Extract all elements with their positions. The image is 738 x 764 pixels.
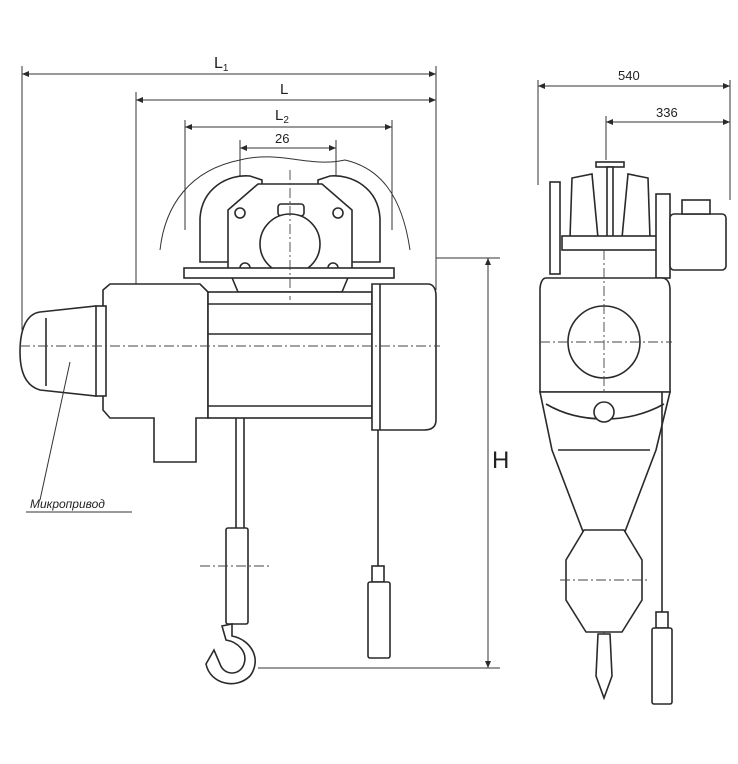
side-pin [593,401,615,423]
side-frame-left [549,181,561,275]
dim-H-label: H [492,447,509,474]
trolley-base-bar [183,267,395,279]
hook-icon [205,623,256,685]
dim-26-label: 26 [275,131,289,146]
side-pendant-body [651,627,673,705]
hook-block [225,527,249,625]
pendant-top [371,565,385,583]
dim-L1-label: L1 [214,55,229,74]
side-view: 540 336 [537,68,731,705]
microdrive-label: Микропривод [30,497,105,511]
side-frame-right [655,193,671,279]
pendant-body [367,581,391,659]
dimension-lines [21,66,437,330]
hoist-right-housing [371,283,437,431]
dim-540-label: 540 [618,68,640,83]
side-motor-box [681,199,711,215]
rail-beam-outline [159,156,411,251]
gearbox-left [102,283,209,463]
side-trolley-bar [561,235,667,251]
rail-web [606,166,614,240]
side-wheel-left [569,173,599,239]
front-view: L1 L L2 26 [19,55,509,685]
dim-336-label: 336 [656,105,678,120]
hook-assembly [200,418,270,685]
side-hook-block [565,529,643,633]
hoist-body [19,170,440,463]
motor-left [19,305,104,397]
side-wheel-right [621,173,651,239]
motor-flange [95,305,107,397]
dim-L2-label: L2 [275,107,289,126]
side-travel-motor [669,213,727,271]
bolt [234,207,246,219]
hoist-drum [207,291,373,419]
dim-L-label: L [280,81,288,98]
bolt [332,207,344,219]
microdrive-leader [39,361,71,501]
side-pendant-top [655,611,669,629]
pendant-control [367,430,391,659]
side-hook-shank [595,633,613,701]
